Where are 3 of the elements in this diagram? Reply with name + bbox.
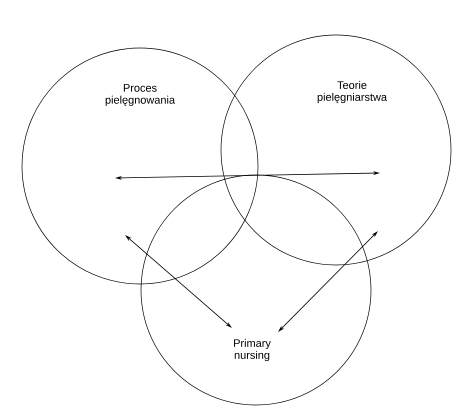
circle-label: Primary nursing bbox=[234, 338, 271, 362]
circle-label: Teorie pielęgniarstwa bbox=[318, 80, 388, 104]
circle-label: Proces pielęgnowania bbox=[106, 84, 176, 106]
